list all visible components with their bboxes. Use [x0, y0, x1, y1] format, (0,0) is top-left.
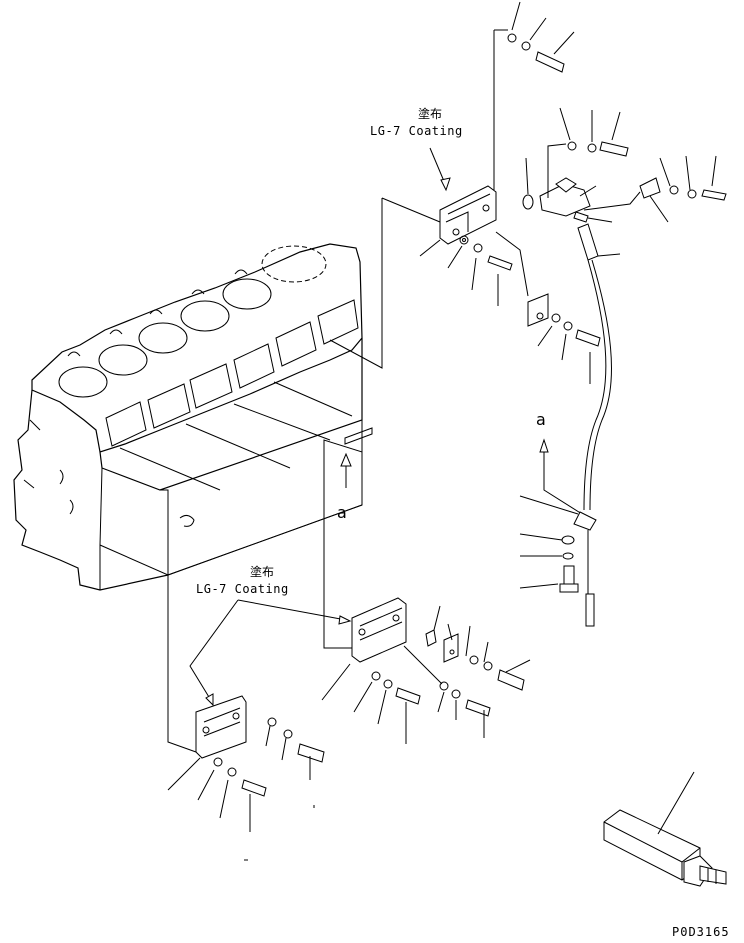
- upper-coating-kanji: 塗布: [418, 107, 443, 121]
- top-bolt-chain: [493, 1, 575, 190]
- detail-tool: [603, 771, 727, 887]
- lower-coating-kanji: 塗布: [250, 565, 275, 579]
- upper-cover-group: [329, 185, 601, 384]
- lower-coating-label: LG-7 Coating: [196, 582, 289, 596]
- dipstick-group: [519, 438, 597, 627]
- drawing-code: P0D3165: [672, 925, 730, 939]
- view-ref-right: a: [536, 410, 546, 429]
- breather-group: [522, 107, 727, 511]
- view-ref-left: a: [337, 503, 347, 522]
- callout-leaders: [189, 147, 451, 707]
- engine-block: [13, 243, 373, 591]
- lower-cover-group: [321, 426, 531, 744]
- view-arrow-left: [340, 452, 352, 488]
- upper-coating-label: LG-7 Coating: [370, 124, 463, 138]
- left-lower-cover-group: [167, 490, 325, 861]
